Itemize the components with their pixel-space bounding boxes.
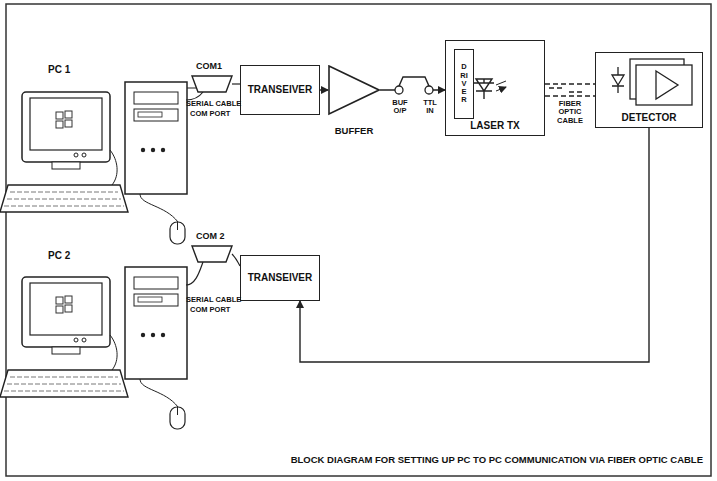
node-detector: DETECTOR (595, 52, 703, 128)
connector (380, 77, 445, 90)
label: PC 1 (48, 64, 70, 75)
label: COM1 (196, 62, 222, 72)
node-box: TRANSEIVER (240, 65, 320, 115)
node-laser: LASER TX DRIVER (445, 40, 545, 136)
label: COM 2 (196, 232, 225, 242)
node-text: TRANSEIVER (248, 272, 312, 284)
caption: BLOCK DIAGRAM FOR SETTING UP PC TO PC CO… (291, 455, 703, 465)
label: PC 2 (48, 250, 70, 261)
label: SERIAL CABLE (186, 296, 241, 304)
connector (300, 128, 649, 362)
node-text: DETECTOR (596, 112, 702, 124)
buffer-triangle (328, 65, 380, 117)
node-text: BUFFER (335, 126, 374, 137)
node-driver: DRIVER (454, 49, 474, 119)
label: BUF O/P (389, 99, 411, 116)
label: COM PORT (190, 110, 230, 118)
label: TTL IN (420, 99, 440, 116)
node-text: LASER TX (446, 120, 544, 132)
connector (320, 89, 328, 90)
label: SERIAL CABLE (186, 100, 241, 108)
pc-1 (0, 82, 187, 244)
pc-2 (0, 267, 187, 429)
label: COM PORT (190, 306, 230, 314)
node-box: TRANSEIVER (240, 255, 320, 301)
node-text: DRIVER (460, 63, 468, 104)
node-text: TRANSEIVER (248, 84, 312, 96)
node-buffer: BUFFER (328, 65, 380, 137)
edge-label: FIBER OPTIC CABLE (547, 100, 593, 125)
connector (545, 84, 595, 96)
